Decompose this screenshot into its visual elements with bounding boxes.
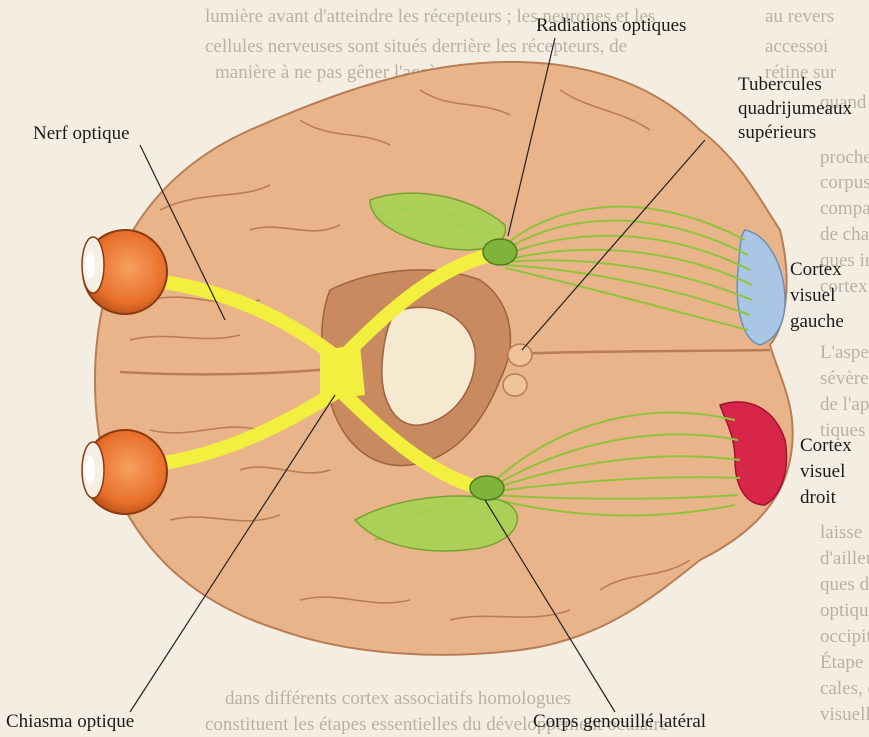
lateral-geniculate-left xyxy=(483,239,517,265)
lateral-geniculate-right xyxy=(470,476,504,500)
label-cortex-droit-line2: visuel xyxy=(800,460,845,483)
label-cortex-droit-line1: Cortex xyxy=(800,434,852,457)
label-tubercules-line3: supérieurs xyxy=(738,121,816,144)
optic-chiasm xyxy=(320,345,365,400)
label-radiations-optiques: Radiations optiques xyxy=(536,14,686,37)
superior-colliculus-top xyxy=(508,344,532,366)
eye-right xyxy=(82,430,167,514)
label-nerf-optique: Nerf optique xyxy=(33,122,130,145)
label-cortex-gauche-line2: visuel xyxy=(790,284,835,307)
label-tubercules-line1: Tubercules xyxy=(738,73,822,96)
label-cortex-droit-line3: droit xyxy=(800,486,836,509)
label-cortex-gauche-line3: gauche xyxy=(790,310,844,333)
superior-colliculus-bottom xyxy=(503,374,527,396)
label-tubercules-line2: quadrijumeaux xyxy=(738,97,852,120)
label-chiasma-optique: Chiasma optique xyxy=(6,710,134,733)
label-corps-genouille: Corps genouillé latéral xyxy=(533,710,706,733)
label-cortex-gauche-line1: Cortex xyxy=(790,258,842,281)
eye-left xyxy=(82,230,167,314)
